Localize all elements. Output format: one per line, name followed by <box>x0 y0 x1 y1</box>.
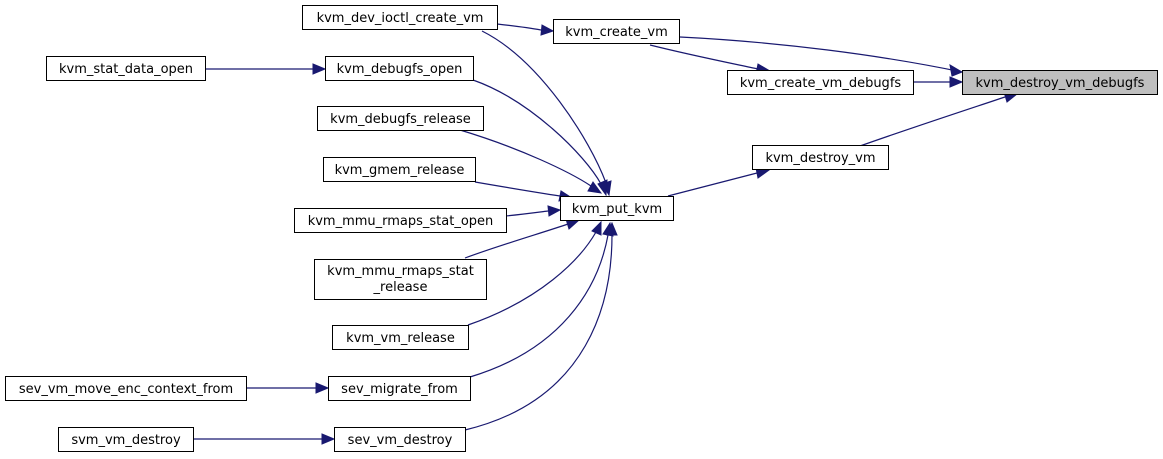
node-label: kvm_debugfs_release <box>330 112 471 127</box>
node-sev-vm-move-enc-context-from[interactable]: sev_vm_move_enc_context_from <box>5 376 247 401</box>
edge-dev-ioctl-create-vm-to-create-vm <box>496 23 555 36</box>
edge-debugfs-open-to-put-kvm <box>472 79 608 197</box>
edge-vm-release-to-put-kvm <box>467 220 602 326</box>
node-label: sev_migrate_from <box>341 382 458 397</box>
node-label: kvm_dev_ioctl_create_vm <box>317 11 484 26</box>
node-label: kvm_destroy_vm <box>765 151 875 166</box>
node-label: kvm_create_vm <box>565 25 668 40</box>
node-label-line-2: _release <box>373 280 428 295</box>
graph-nodes: kvm_destroy_vm_debugfs kvm_create_vm kvm… <box>5 5 1158 452</box>
node-kvm-destroy-vm-debugfs[interactable]: kvm_destroy_vm_debugfs <box>962 70 1158 95</box>
edge-put-kvm-to-destroy-vm <box>667 167 771 197</box>
node-kvm-stat-data-open[interactable]: kvm_stat_data_open <box>46 56 206 81</box>
node-kvm-mmu-rmaps-stat-open[interactable]: kvm_mmu_rmaps_stat_open <box>294 208 507 233</box>
node-label: kvm_vm_release <box>346 331 455 346</box>
node-kvm-mmu-rmaps-stat-release[interactable]: kvm_mmu_rmaps_stat _release <box>314 259 487 300</box>
edge-create-vm-to-create-vm-debugfs <box>649 44 772 75</box>
node-kvm-destroy-vm[interactable]: kvm_destroy_vm <box>752 145 889 170</box>
edge-sev-vm-destroy-to-put-kvm <box>464 221 618 431</box>
node-label: kvm_put_kvm <box>572 202 662 217</box>
node-svm-vm-destroy[interactable]: svm_vm_destroy <box>58 427 194 452</box>
node-label: svm_vm_destroy <box>71 433 181 448</box>
node-label: sev_vm_destroy <box>348 433 453 448</box>
edge-vm-move-enc-context-from-to-migrate-from <box>246 382 330 394</box>
node-label: kvm_create_vm_debugfs <box>740 76 902 91</box>
edge-stat-data-open-to-debugfs-open <box>205 63 327 75</box>
edge-debugfs-release-to-put-kvm <box>459 129 603 194</box>
node-kvm-debugfs-open[interactable]: kvm_debugfs_open <box>325 56 474 81</box>
node-kvm-vm-release[interactable]: kvm_vm_release <box>332 325 469 350</box>
node-kvm-debugfs-release[interactable]: kvm_debugfs_release <box>317 106 484 131</box>
node-label: kvm_destroy_vm_debugfs <box>976 76 1145 91</box>
node-kvm-create-vm[interactable]: kvm_create_vm <box>553 19 680 44</box>
edge-create-vm-to-destroy-vm-debugfs <box>679 36 964 77</box>
node-label: kvm_gmem_release <box>335 163 465 178</box>
node-label: kvm_debugfs_open <box>337 62 463 77</box>
node-kvm-put-kvm[interactable]: kvm_put_kvm <box>560 196 674 221</box>
node-label-line-1: kvm_mmu_rmaps_stat <box>327 264 474 279</box>
node-sev-vm-destroy[interactable]: sev_vm_destroy <box>334 427 466 452</box>
edge-create-vm-debugfs-to-destroy-vm-debugfs <box>914 76 964 88</box>
edge-mmu-rmaps-stat-release-to-put-kvm <box>464 218 581 259</box>
node-kvm-gmem-release[interactable]: kvm_gmem_release <box>323 157 476 182</box>
node-label: kvm_stat_data_open <box>59 62 193 77</box>
edge-svm-vm-destroy-to-sev-vm-destroy <box>193 433 336 445</box>
node-label: sev_vm_move_enc_context_from <box>19 382 233 397</box>
node-kvm-dev-ioctl-create-vm[interactable]: kvm_dev_ioctl_create_vm <box>302 5 498 30</box>
edge-gmem-release-to-put-kvm <box>474 181 574 202</box>
edge-mmu-rmaps-stat-open-to-put-kvm <box>505 205 562 217</box>
edge-destroy-vm-to-destroy-vm-debugfs <box>859 91 1019 147</box>
node-kvm-create-vm-debugfs[interactable]: kvm_create_vm_debugfs <box>727 70 914 95</box>
node-label: kvm_mmu_rmaps_stat_open <box>308 214 494 229</box>
edge-migrate-from-to-put-kvm <box>469 221 614 378</box>
node-sev-migrate-from[interactable]: sev_migrate_from <box>328 376 471 401</box>
